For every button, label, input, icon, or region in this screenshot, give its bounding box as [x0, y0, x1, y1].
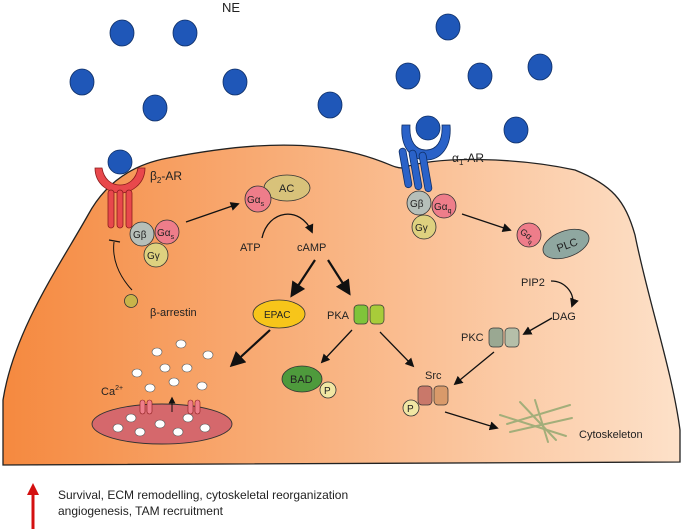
legend-line-1: Survival, ECM remodelling, cytoskeletal … — [58, 488, 348, 502]
svg-text:Gαs: Gαs — [157, 228, 175, 241]
pkc-label: PKC — [461, 332, 484, 344]
ca-channel — [139, 399, 201, 415]
legend-line-2: angiogenesis, TAM recruitment — [58, 504, 224, 518]
ne-molecule — [435, 13, 461, 41]
ne-molecule — [142, 94, 168, 122]
arrow-pip2-to-dag — [550, 280, 579, 308]
pka-label: PKA — [327, 310, 350, 322]
ne-label: NE — [222, 0, 240, 15]
pathway-arrows — [185, 202, 579, 431]
er-calcium — [112, 413, 211, 437]
bad-phospho — [319, 381, 337, 399]
camp-label: cAMP — [297, 242, 326, 254]
beta-arrestin-label: β-arrestin — [150, 307, 197, 319]
epac-shape — [252, 299, 306, 329]
beta2-ar-label: β2-AR — [150, 169, 182, 185]
ca-label: Ca2+ — [101, 385, 123, 398]
alpha1-g-protein: Gβ Gαq Gγ — [406, 190, 457, 240]
beta2-g-protein: Gβ Gαs Gγ — [129, 219, 180, 268]
ne-molecule — [503, 116, 529, 144]
arrow-epac-to-ca — [229, 329, 271, 368]
cytoskeleton-label: Cytoskeleton — [579, 429, 643, 441]
dag-label: DAG — [552, 311, 576, 323]
beta2-ar-receptor — [94, 149, 146, 229]
ne-molecule — [222, 68, 248, 96]
src-shape — [417, 385, 449, 406]
pip2-label: PIP2 — [521, 277, 545, 289]
atp-label: ATP — [240, 242, 261, 254]
ne-molecule — [527, 53, 553, 81]
gaq-plc-complex: Gαq PLC — [516, 222, 590, 260]
alpha1-ar-receptor — [398, 115, 451, 193]
bad-label: BAD — [290, 374, 313, 386]
epac-label: EPAC — [264, 310, 291, 321]
cytoskeleton-fibers — [499, 399, 573, 443]
arrow-atp-to-camp — [261, 213, 314, 239]
ne-molecule — [109, 19, 135, 47]
svg-text:Gβ: Gβ — [410, 199, 424, 210]
gas-ac-complex: AC Gαs — [244, 174, 311, 213]
arrow-gas-to-ac — [185, 202, 240, 223]
arrow-pkc-to-src — [453, 351, 495, 386]
arrestin-inhibition-bar — [108, 239, 121, 243]
svg-text:P: P — [324, 386, 331, 397]
arrow-src-to-cytoskeleton — [444, 411, 499, 431]
pka-shape — [353, 304, 385, 325]
ne-molecule — [467, 62, 493, 90]
ne-molecule — [69, 68, 95, 96]
arrow-gaq-to-plc — [461, 213, 512, 233]
arrow-pka-to-bad — [320, 329, 353, 364]
arrestin-inhibition — [113, 241, 133, 291]
svg-text:Gβ: Gβ — [133, 230, 147, 241]
svg-text:Gαq: Gαq — [434, 202, 452, 215]
arrow-camp-to-epac — [290, 259, 316, 298]
svg-text:Gαs: Gαs — [247, 195, 265, 208]
src-phospho — [402, 399, 420, 417]
outcome-legend: Survival, ECM remodelling, cytoskeletal … — [27, 483, 348, 529]
pkc-shape — [488, 327, 520, 348]
svg-text:P: P — [407, 404, 414, 415]
arrow-dag-to-pkc — [522, 317, 553, 335]
svg-text:Gγ: Gγ — [147, 251, 160, 262]
ne-molecule — [317, 91, 343, 119]
cytosolic-calcium — [131, 339, 214, 393]
src-label: Src — [425, 370, 442, 382]
ac-label: AC — [279, 183, 294, 195]
beta-arrestin-shape — [124, 294, 138, 308]
arrow-pka-to-src — [379, 331, 415, 368]
ne-molecule — [395, 62, 421, 90]
arrow-camp-to-pka — [327, 259, 351, 296]
alpha1-ar-label: α1-AR — [452, 151, 484, 167]
ne-molecule — [172, 19, 198, 47]
ne-molecules — [69, 13, 553, 144]
bad-shape — [281, 365, 323, 393]
svg-text:Gγ: Gγ — [415, 223, 428, 234]
